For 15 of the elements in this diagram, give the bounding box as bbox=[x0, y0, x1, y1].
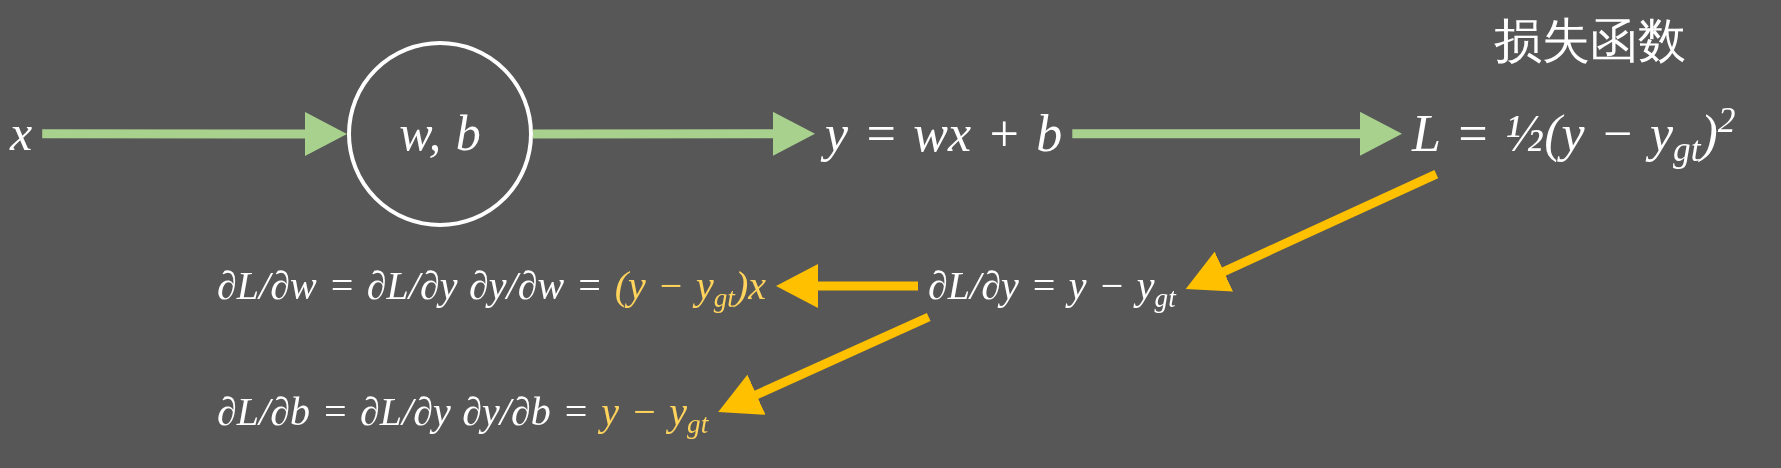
formula-result: (y − y$_{gt}$)x bbox=[614, 262, 766, 315]
variable-label: x bbox=[0, 95, 43, 173]
formula: ∂L/∂w = ∂L/∂y ∂y/∂w = bbox=[217, 262, 603, 310]
arrow bbox=[776, 264, 918, 308]
formula: y = wx + b bbox=[815, 93, 1073, 175]
arrow bbox=[1072, 111, 1402, 156]
arrow bbox=[1183, 170, 1439, 294]
arrow bbox=[716, 312, 931, 417]
formula: ∂L/∂b = ∂L/∂y ∂y/∂b = bbox=[217, 388, 590, 436]
formula-caption: 损失函数 bbox=[1494, 12, 1686, 69]
arrow bbox=[533, 111, 815, 156]
neuron-circle: w, b bbox=[347, 41, 533, 227]
formula: ∂L/∂y = y − y$_{gt}$ bbox=[918, 255, 1186, 317]
formula: L = ½(y − y$_{gt}$)$^{2}$ bbox=[1412, 98, 1736, 171]
arrow bbox=[42, 111, 347, 156]
